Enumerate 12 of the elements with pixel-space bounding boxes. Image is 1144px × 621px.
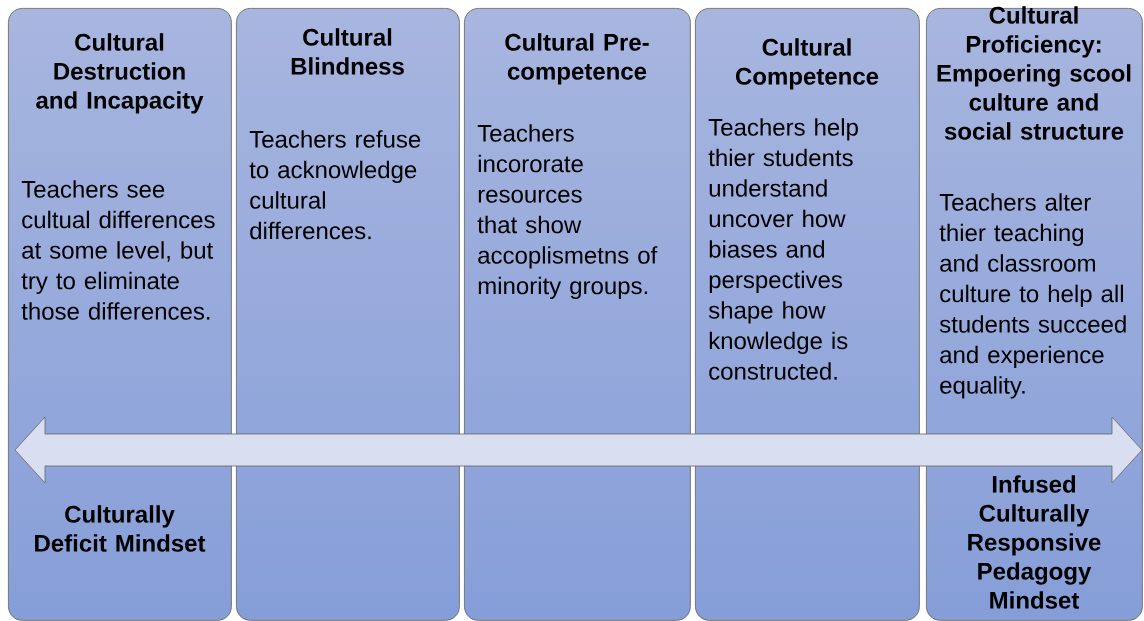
column-heading: Cultural Proficiency: Empoering scool culture and social structure <box>937 6 1131 140</box>
description-text: Teachers incororate resources that show accoplismetns of minority groups. <box>477 124 658 300</box>
column-heading: Cultural Blindness <box>291 28 404 75</box>
column-heading: Cultural Competence <box>735 38 879 90</box>
description-text: Teachers help thier students understand uncover how biases and perspectives shape how knowledge is constructed. <box>708 118 858 380</box>
description-text: Teachers alter thier teaching and classroom culture to help all students succeed and experience equality. <box>939 193 1126 399</box>
description-text: Teachers refuse to acknowledge cultural differences. <box>249 130 421 240</box>
column-heading: Cultural Pre-competence <box>505 33 649 85</box>
mindset-label: Culturally Deficit Mindset <box>35 505 206 552</box>
mindset-label: Infused Culturally Responsive Pedagogy Mindset <box>968 475 1101 609</box>
column-heading: Cultural Destruction and Incapacity <box>36 33 204 114</box>
description-text: Teachers see cultual differences at some level, but try to eliminate those differences. <box>21 180 215 320</box>
